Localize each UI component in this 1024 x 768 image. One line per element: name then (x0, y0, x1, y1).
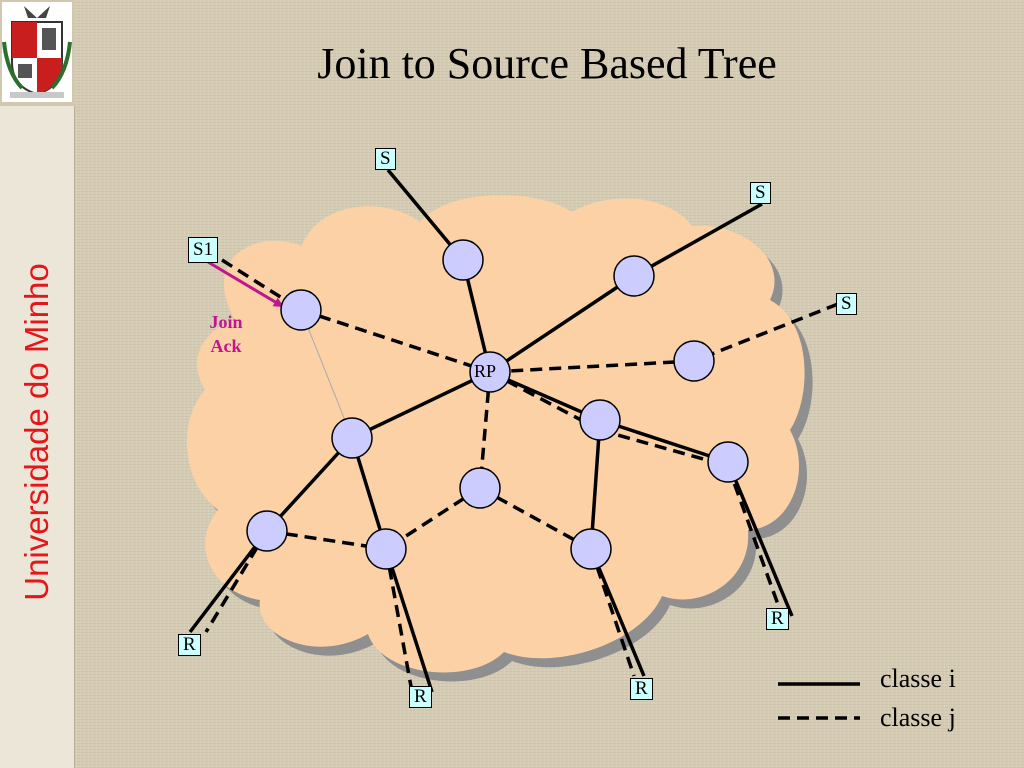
router-node (707, 441, 749, 483)
link-dashed (589, 548, 636, 677)
legend-classe-j: classe j (880, 703, 956, 732)
router-node (442, 239, 484, 281)
legend-classe-i: classe i (880, 664, 956, 693)
link-dashed (693, 302, 839, 363)
link-dashed (300, 308, 491, 374)
router-node (365, 528, 407, 570)
sidebar: Universidade do Minho (0, 0, 75, 768)
router-node (331, 417, 373, 459)
join-ack-label: Join Ack (209, 312, 243, 356)
link-solid (589, 419, 602, 550)
router-node (579, 399, 621, 441)
link-dashed (489, 359, 695, 374)
source-label-s1: S1 (188, 237, 219, 263)
link-dashed (599, 428, 729, 468)
source-label: S (836, 293, 857, 315)
link-solid (489, 274, 635, 374)
router-node (613, 255, 655, 297)
link-solid (599, 418, 729, 464)
university-logo (2, 2, 72, 102)
receiver-label: R (630, 678, 653, 700)
link-solid (633, 202, 763, 278)
link-solid (384, 548, 434, 693)
link-solid (726, 461, 794, 617)
rp-node (469, 351, 511, 393)
link-solid (351, 370, 491, 440)
router-node (459, 467, 501, 509)
link-dashed (479, 486, 592, 551)
receiver-label: R (766, 608, 789, 630)
link-thin (300, 309, 353, 439)
router-node (673, 340, 715, 382)
source-label: S (375, 148, 396, 170)
receiver-label: R (409, 686, 432, 708)
sidebar-band (0, 106, 75, 768)
link-solid (188, 529, 269, 634)
router-node (280, 289, 322, 331)
router-node (570, 528, 612, 570)
join-arrow (207, 260, 284, 308)
link-dashed (384, 548, 414, 693)
source-label: S (750, 182, 771, 204)
link-solid (265, 436, 354, 533)
link-dashed (726, 465, 782, 611)
network-cloud (186, 195, 805, 673)
slide-title: Join to Source Based Tree (317, 39, 777, 88)
receiver-label: R (178, 634, 201, 656)
router-node (246, 510, 288, 552)
rp-label: RP (474, 361, 497, 381)
